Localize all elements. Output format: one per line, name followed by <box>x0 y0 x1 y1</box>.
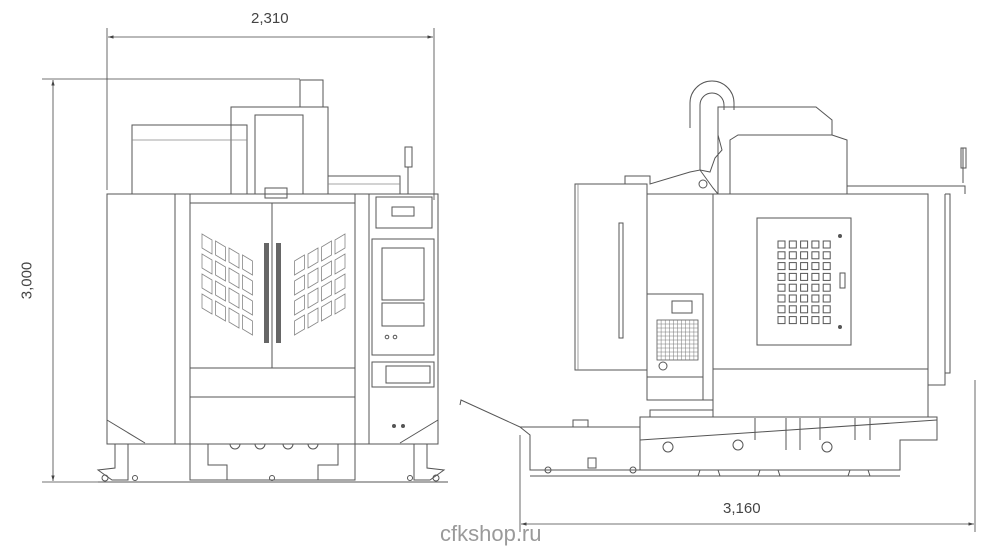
door-window-pane <box>294 274 305 296</box>
vent-square <box>788 305 797 314</box>
door-window-pane <box>294 254 305 276</box>
side-body <box>712 193 929 418</box>
door-window-pane <box>228 247 240 269</box>
vent-square <box>777 240 786 249</box>
vent-square <box>800 305 809 314</box>
vent-square <box>800 251 809 260</box>
door-window-pane <box>215 260 226 282</box>
side-door <box>574 183 648 371</box>
electrical-cabinet-panel <box>756 217 852 346</box>
vent-square <box>788 240 797 249</box>
door-window-pane <box>334 253 346 275</box>
vent-square <box>777 262 786 271</box>
vent-square <box>811 316 820 325</box>
vent-square <box>777 283 786 292</box>
vent-square <box>777 294 786 303</box>
side-view <box>459 80 967 477</box>
vent-square <box>822 316 831 325</box>
cabinet-vent-grid <box>777 240 831 325</box>
vent-square <box>800 283 809 292</box>
door-window-pane <box>307 267 319 289</box>
door-window-pane <box>307 307 319 329</box>
vent-square <box>822 283 831 292</box>
vent-square <box>822 294 831 303</box>
door-window-pane <box>242 254 253 276</box>
vent-square <box>822 240 831 249</box>
door-window-pane <box>215 240 226 262</box>
signal-tower-icon <box>404 146 413 168</box>
door-handle-right <box>276 243 281 343</box>
vent-square <box>800 272 809 281</box>
door-window-pane <box>201 293 213 315</box>
vent-square <box>788 294 797 303</box>
door-window-pane <box>201 233 213 255</box>
door-windows <box>201 233 346 336</box>
door-window-pane <box>321 240 332 262</box>
vent-square <box>822 272 831 281</box>
door-window-pane <box>215 280 226 302</box>
vent-square <box>811 240 820 249</box>
door-window-pane <box>307 247 319 269</box>
door-window-pane <box>242 274 253 296</box>
door-window-pane <box>321 300 332 322</box>
signal-tower-side-icon <box>960 147 967 169</box>
vent-square <box>800 240 809 249</box>
door-window-pane <box>201 253 213 275</box>
dimension-height-line <box>42 78 300 483</box>
door-window-pane <box>242 314 253 336</box>
door-handle-left <box>264 243 269 343</box>
watermark-text: cfkshop.ru <box>440 521 542 546</box>
dimension-width-label: 2,310 <box>251 10 289 27</box>
vent-square <box>777 251 786 260</box>
vent-square <box>777 305 786 314</box>
control-top-box <box>375 196 433 229</box>
vent-square <box>788 262 797 271</box>
vent-square <box>788 283 797 292</box>
door-window-pane <box>228 287 240 309</box>
dimension-length-label: 3,160 <box>723 500 761 517</box>
vent-square <box>811 272 820 281</box>
door-window-pane <box>334 293 346 315</box>
vent-square <box>788 251 797 260</box>
door-window-pane <box>242 294 253 316</box>
vent-square <box>788 316 797 325</box>
front-view <box>96 79 448 483</box>
vent-square <box>788 272 797 281</box>
control-screen <box>381 247 425 301</box>
door-window-pane <box>334 273 346 295</box>
door-window-pane <box>321 260 332 282</box>
vent-square <box>811 251 820 260</box>
vent-square <box>822 305 831 314</box>
dimension-length-line <box>519 380 976 532</box>
vent-square <box>777 316 786 325</box>
door-window-pane <box>201 273 213 295</box>
vent-square <box>822 251 831 260</box>
dimension-width-line <box>106 28 435 200</box>
vent-square <box>811 262 820 271</box>
door-window-pane <box>228 307 240 329</box>
vent-square <box>811 294 820 303</box>
vent-square <box>777 272 786 281</box>
vent-square <box>800 316 809 325</box>
door-window-pane <box>294 294 305 316</box>
vent-square <box>811 305 820 314</box>
vent-square <box>811 283 820 292</box>
door-window-pane <box>215 300 226 322</box>
vent-square <box>800 294 809 303</box>
vent-square <box>800 262 809 271</box>
coolant-unit <box>646 293 704 401</box>
door-window-pane <box>321 280 332 302</box>
door-window-pane <box>307 287 319 309</box>
cable-arc <box>689 80 735 128</box>
door-window-pane <box>228 267 240 289</box>
vent-square <box>822 262 831 271</box>
door-window-pane <box>334 233 346 255</box>
door-window-pane <box>294 314 305 336</box>
dimension-height-label: 3,000 <box>18 261 36 300</box>
control-panel <box>371 238 435 356</box>
